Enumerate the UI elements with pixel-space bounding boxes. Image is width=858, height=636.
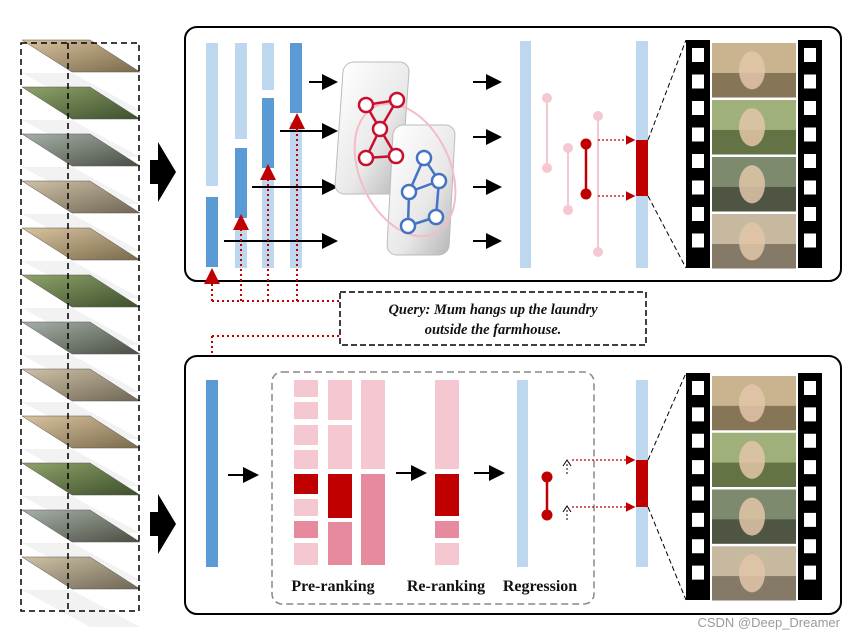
top-proposals [542,93,603,257]
video-frame [21,509,141,543]
query-attention-links [204,113,340,381]
sprocket-hole [692,180,704,195]
bottom-zoom-line-lower [647,506,687,601]
sprocket-hole [804,154,816,168]
film-frame-figure [739,51,765,90]
video-frame-stack [20,39,141,627]
regression-label: Regression [503,578,577,595]
scale2-light-segment-b [235,226,247,268]
film-frame-figure [739,440,765,479]
sprocket-hole [692,460,704,475]
sprocket-hole [692,207,704,221]
stack-to-bottom-panel-arrow [150,494,176,554]
film-frame-figure [739,165,765,204]
bottom-predicted-moment [636,460,648,507]
pre-ranking-label: Pre-ranking [291,578,374,595]
sprocket-hole [804,127,816,142]
sprocket-hole [692,565,704,580]
scale1-light-segment [206,43,218,186]
regression-offsets [562,459,572,520]
scale4-dark-segment [290,43,302,113]
sprocket-hole [804,74,816,89]
video-frame-reflection [22,590,140,627]
video-frame [21,180,141,214]
top-zoom-line-upper [647,39,687,141]
film-frame-figure [739,554,765,593]
sprocket-hole [692,127,704,142]
sentence-feature-bar [206,380,218,567]
scale3-light-segment-b [262,177,274,268]
graph-output-arrows [473,74,502,249]
query-line2: outside the farmhouse. [425,322,562,338]
sprocket-hole [804,233,816,248]
sprocket-hole [692,48,704,62]
enhanced-feature-bar [520,41,531,268]
graph-module [334,61,457,256]
regression-feature-bar [517,380,528,567]
sprocket-hole [804,460,816,475]
sprocket-hole [804,207,816,221]
graph-link-ellipse [353,102,457,238]
video-frame [21,321,141,355]
film-frame-figure [739,384,765,423]
sprocket-hole [692,101,704,115]
sprocket-hole [804,101,816,115]
sprocket-hole [804,486,816,501]
sprocket-hole [692,154,704,168]
scale2-light-segment [235,43,247,139]
sprocket-hole [804,539,816,554]
scale1-dark-segment [206,197,218,267]
query-box: Query: Mum hangs up the laundry outside … [339,291,647,346]
bottom-filmstrip [686,373,822,601]
multi-scale-features [206,43,302,268]
sprocket-hole [692,539,704,554]
sprocket-hole [804,48,816,62]
bottom-panel-ranking-method: Pre-ranking Re-ranking Regression [184,355,842,615]
top-panel-graph-method [184,26,842,282]
sprocket-hole [692,512,704,527]
re-ranking-label: Re-ranking [407,578,485,595]
feature-to-graph-arrows [224,74,338,249]
red-graph [357,91,406,167]
film-frame-figure [739,497,765,536]
sprocket-hole [804,512,816,527]
video-frame [21,39,141,73]
pre-ranking-candidates-col1 [294,380,318,565]
top-regression-arrows [598,135,636,201]
re-ranking-candidates [435,380,459,565]
top-filmstrip [686,40,822,269]
blue-graph [399,149,448,235]
sprocket-hole [692,381,704,395]
scale2-dark-segment [235,148,247,218]
sprocket-hole [804,565,816,580]
watermark: CSDN @Deep_Dreamer [697,615,840,630]
film-frame-figure [739,222,765,261]
sprocket-hole [692,74,704,89]
sprocket-hole [692,486,704,501]
query-line1: Query: Mum hangs up the laundry [388,302,598,318]
film-frame-figure [739,108,765,147]
pre-ranking-candidates-col2 [328,380,352,565]
sprocket-hole [692,407,704,422]
sprocket-hole [804,433,816,448]
sprocket-hole [804,407,816,422]
stack-to-top-panel-arrow [150,142,176,202]
scale3-dark-segment [262,98,274,168]
regression-proposal [541,471,553,521]
top-predicted-moment [636,140,648,196]
sprocket-hole [804,381,816,395]
sprocket-hole [804,180,816,195]
scale3-light-segment [262,43,274,90]
sprocket-hole [692,233,704,248]
ranking-module-frame [271,371,595,605]
pre-ranking-candidates-col3 [361,380,385,565]
top-zoom-line-lower [647,195,687,269]
query-frame [339,291,647,346]
frame-stack-outline [20,42,140,612]
sprocket-hole [692,433,704,448]
